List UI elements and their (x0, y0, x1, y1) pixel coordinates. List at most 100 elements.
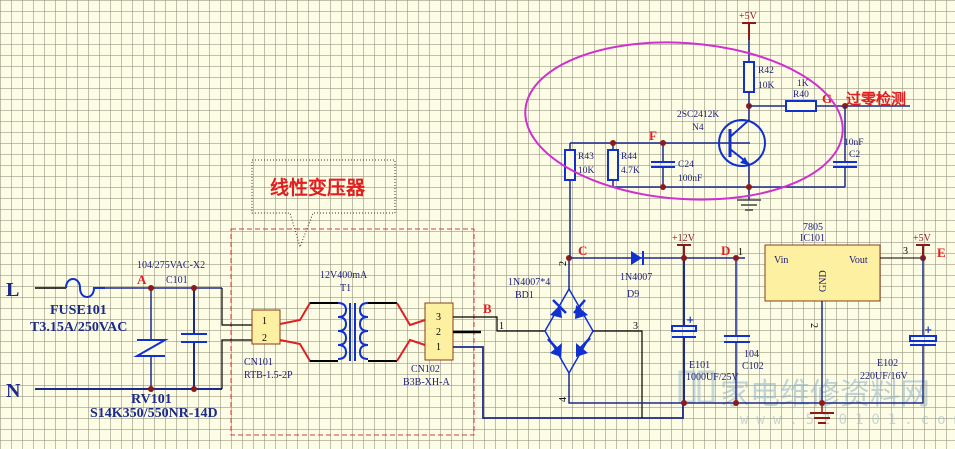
wire-b (453, 316, 545, 332)
watermark: 家电维修资料网 www.520101.com (678, 370, 955, 428)
c24-ref: C24 (678, 160, 694, 170)
e102-ref: E102 (877, 358, 898, 369)
cn102-lead-1 (396, 302, 426, 327)
wire-n-cn101 (221, 339, 253, 389)
svg-text:+: + (924, 325, 932, 336)
node-dot (681, 255, 687, 261)
transformer-t1 (337, 302, 369, 361)
cn102-value: B3B-XH-A (403, 377, 450, 388)
ic101-pin-2: 2 (808, 323, 819, 328)
bridge-pin-3: 3 (633, 321, 638, 332)
cn102-pin-1: 1 (436, 342, 441, 353)
node-dot (191, 386, 197, 392)
cn101-lead-1 (279, 302, 338, 325)
ic101-pin-3: 3 (903, 246, 908, 257)
node-dot (148, 285, 154, 291)
transistor-part: 2SC2412K (677, 110, 719, 120)
r43-resistor (564, 149, 576, 181)
ic101-regulator (764, 244, 881, 302)
c101-ref: C101 (166, 275, 188, 286)
e101-ref: E101 (689, 360, 710, 371)
watermark-url: www.520101.com (740, 412, 955, 428)
node-dot (660, 140, 666, 146)
node-dot (746, 184, 752, 190)
fuse-symbol (65, 278, 105, 298)
node-dot (610, 140, 616, 146)
transistor-ref: N4 (692, 123, 704, 133)
r42-resistor (743, 61, 755, 93)
bridge-pin-1: 1 (499, 321, 504, 332)
cn102-ref: CN102 (411, 364, 440, 375)
node-d-label: D (721, 243, 730, 258)
ic101-pin-1: 1 (738, 247, 743, 258)
r44-ref: R44 (621, 152, 637, 162)
c2-value: 10nF (844, 138, 864, 148)
cn102-lead-2 (396, 338, 426, 362)
r40-resistor (785, 100, 817, 112)
transistor-n4 (718, 119, 766, 167)
neutral-input-label: N (6, 380, 21, 402)
r44-resistor (607, 149, 619, 181)
bridge-rectifier-bd1 (544, 287, 594, 375)
ic101-part: 7805 (803, 222, 823, 233)
callout-bubble (251, 159, 396, 249)
d9-ref: D9 (627, 289, 639, 300)
ic101-vout: Vout (849, 255, 868, 266)
e101-capacitor (671, 325, 697, 332)
node-dot (733, 255, 739, 261)
cn102-connector (424, 302, 454, 361)
node-g-label: G (822, 91, 832, 106)
varistor-symbol (133, 339, 169, 357)
watermark-logo (678, 370, 696, 404)
d9-diode (631, 251, 642, 265)
ground-symbol-zc (737, 199, 761, 211)
r43-value: 10K (578, 166, 595, 176)
cn101-pin-1: 1 (262, 316, 267, 327)
cn101-lead-2 (279, 339, 338, 362)
cn101-value: RTB-1.5-2P (244, 370, 293, 381)
r40-value: 1K (797, 79, 809, 89)
varistor-value: S14K350/550NR-14D (90, 406, 218, 421)
c102-value: 104 (744, 349, 759, 360)
ic101-gnd: GND (818, 270, 829, 292)
wire-cn102-1 (453, 346, 684, 419)
node-b-label: B (483, 301, 492, 316)
node-a-label: A (137, 272, 147, 287)
e102-value: 220UF/16V (860, 371, 909, 382)
node-dot (566, 255, 572, 261)
node-dot (660, 184, 666, 190)
svg-text:+: + (686, 315, 694, 326)
wire-l-cn101 (221, 288, 253, 326)
d9-value: 1N4007 (620, 272, 652, 283)
ic101-vin: Vin (774, 255, 788, 266)
r42-value: 10K (758, 81, 775, 91)
fuse-value: T3.15A/250VAC (30, 320, 127, 335)
r42-ref: R42 (758, 66, 774, 76)
line-input-label: L (6, 279, 19, 301)
r43-ref: R43 (578, 152, 594, 162)
cn101-connector (251, 309, 281, 345)
node-dot (681, 400, 687, 406)
bridge-pin-2: 2 (558, 261, 569, 266)
transformer-ref: T1 (340, 283, 351, 294)
bridge-pin-4: 4 (558, 397, 569, 402)
e101-value: 1000UF/25V (686, 372, 740, 383)
node-f-label: F (649, 128, 657, 143)
watermark-logo-2 (697, 370, 715, 404)
watermark-text: 家电维修资料网 (720, 377, 930, 412)
bridge-value: 1N4007*4 (508, 277, 550, 288)
e102-capacitor (909, 335, 937, 342)
zero-cross-label: 过零检测 (846, 90, 906, 108)
wire-ground-rail (568, 373, 900, 404)
cn101-pin-2: 2 (262, 333, 267, 344)
r40-ref: R40 (793, 90, 809, 100)
node-dot (148, 386, 154, 392)
transformer-value: 12V400mA (320, 270, 368, 281)
cn102-pin-2: 2 (436, 327, 441, 338)
rail-12v-label: +12V (672, 233, 696, 244)
varistor-ref: RV101 (131, 392, 172, 407)
ground-symbol (810, 403, 834, 424)
c102-ref: C102 (742, 361, 764, 372)
cn102-pin-3: 3 (436, 312, 441, 323)
